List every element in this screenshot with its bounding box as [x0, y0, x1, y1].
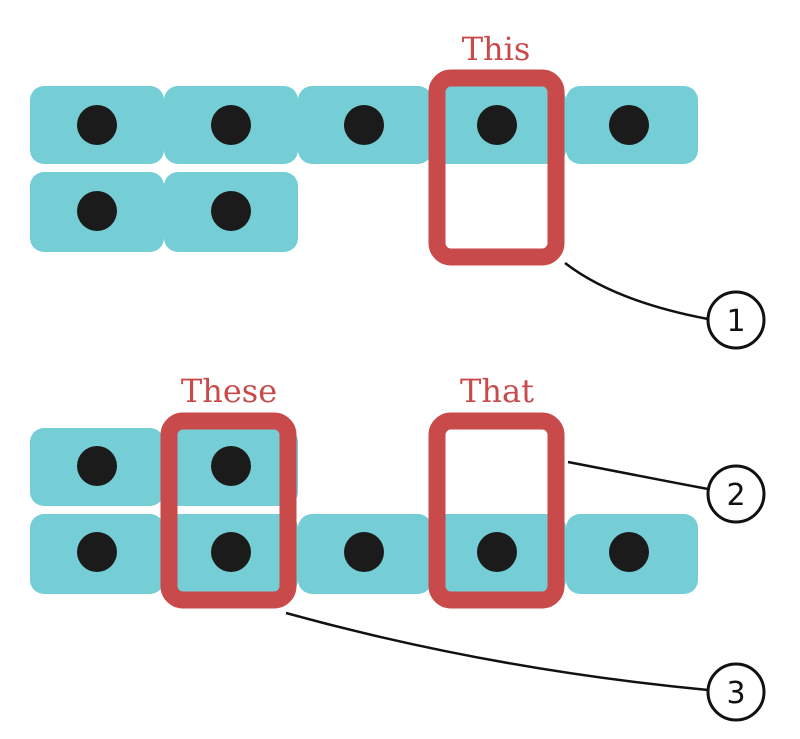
callout-3-circle: [706, 662, 766, 722]
callout-1-number: 1: [726, 304, 745, 339]
bottom-grid: [30, 428, 698, 594]
dot: [211, 446, 251, 486]
dot: [609, 105, 649, 145]
dot: [477, 532, 517, 572]
dot: [77, 532, 117, 572]
these-label: These: [181, 372, 277, 410]
callout-1-leader: [564, 262, 709, 321]
callout-2-number: 2: [726, 478, 745, 513]
dot: [77, 446, 117, 486]
dot: [344, 532, 384, 572]
dot: [609, 532, 649, 572]
callout-1: 1: [706, 290, 766, 350]
callout-3-number: 3: [726, 676, 745, 711]
callout-3-leader: [285, 611, 709, 692]
top-grid: [30, 86, 698, 252]
these-highlight-frame: [160, 412, 297, 609]
callout-1-circle: [706, 290, 766, 350]
dot: [211, 191, 251, 231]
dot: [77, 105, 117, 145]
callout-3: 3: [706, 662, 766, 722]
this-label: This: [462, 30, 531, 68]
callout-2-circle: [706, 464, 766, 524]
this-highlight-frame: [428, 69, 565, 266]
dot: [477, 105, 517, 145]
that-highlight-frame: [428, 412, 565, 609]
dot: [77, 191, 117, 231]
dot: [211, 532, 251, 572]
callout-2: 2: [706, 464, 766, 524]
that-label: That: [460, 372, 534, 410]
callout-2-leader: [567, 460, 709, 491]
dot: [344, 105, 384, 145]
dot: [211, 105, 251, 145]
